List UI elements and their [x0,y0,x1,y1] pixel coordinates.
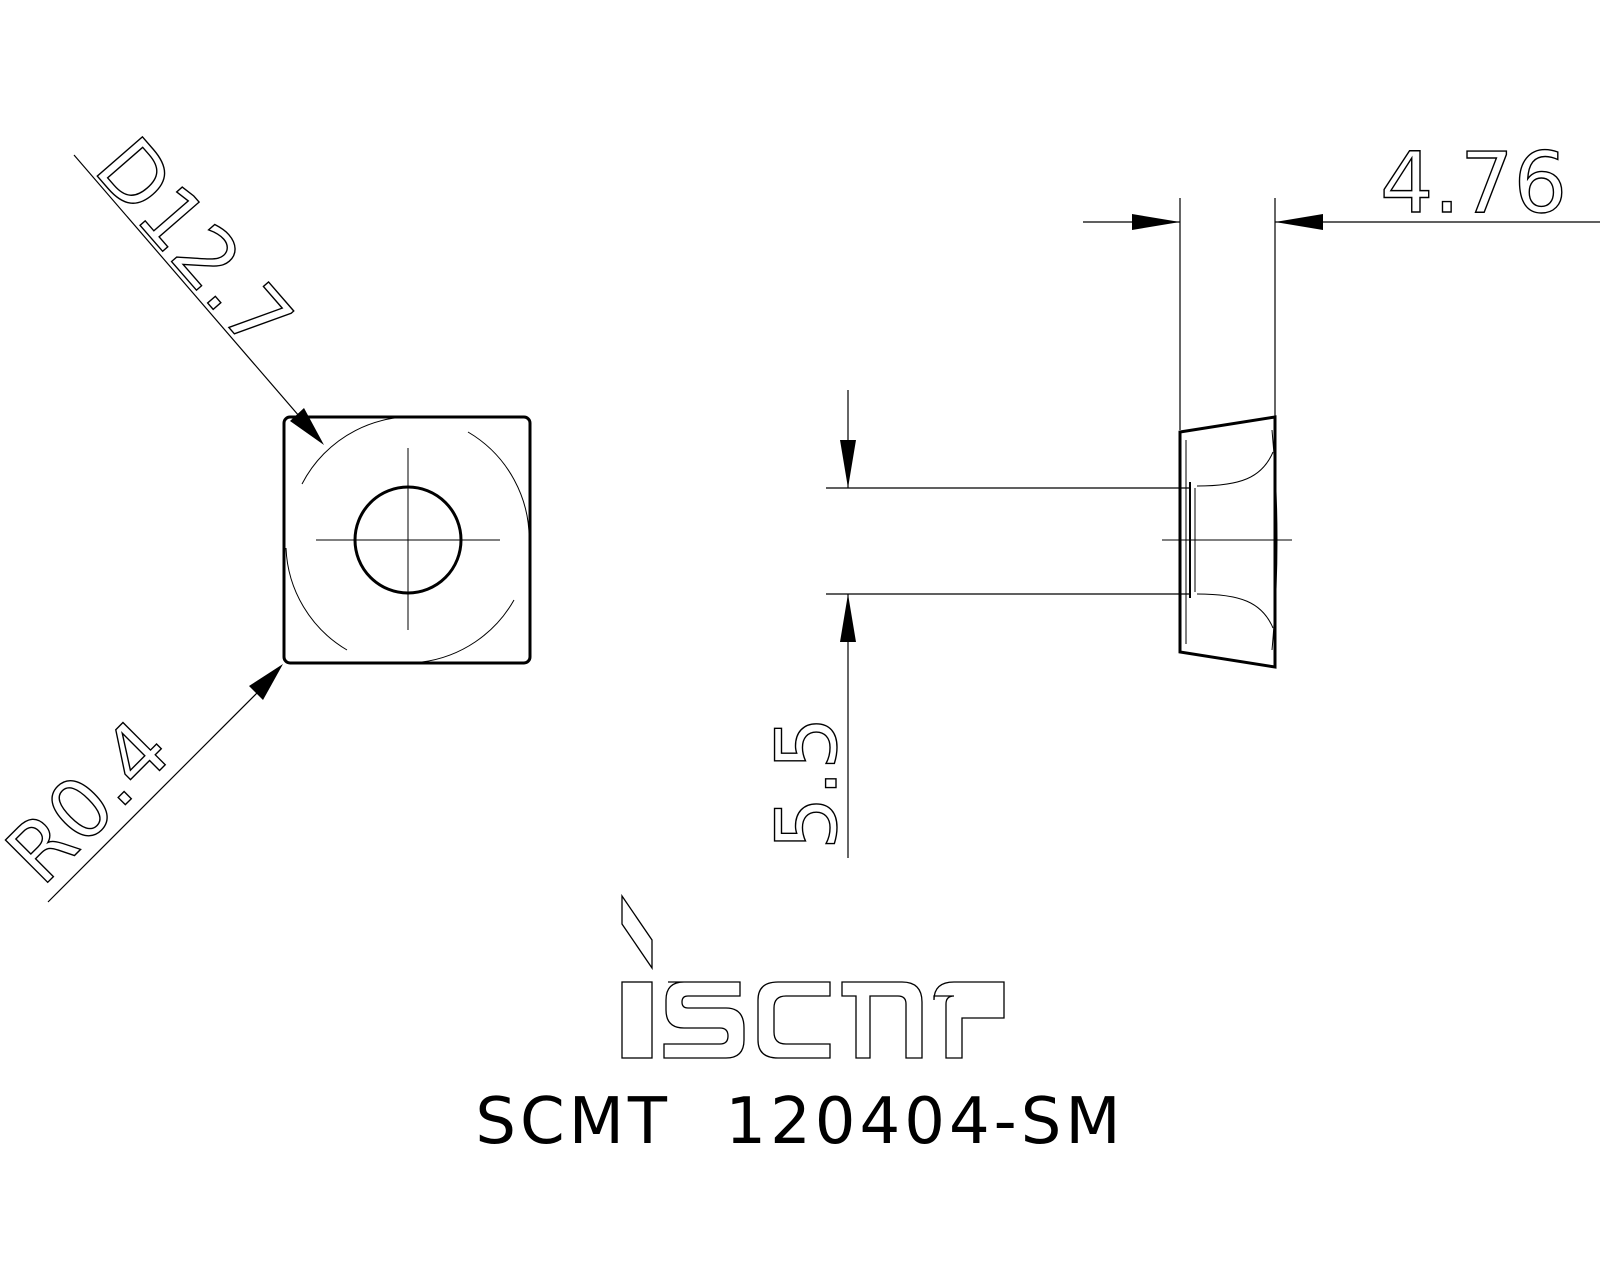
logo-i-stem [621,981,653,1059]
inscribed-circle-leader [73,154,313,432]
corner-radius-arrow [249,664,283,700]
logo-r [933,981,1005,1059]
corner-radius-dimension: R0.4 [0,664,283,903]
logo-c [757,981,831,1059]
inscribed-circle-arc-left [285,547,348,651]
insert-side-view [1162,415,1292,669]
thickness-label: 4.76 [1380,134,1567,232]
corner-radius-label: R0.4 [0,702,189,902]
inscribed-circle-arc-bottom [421,599,515,663]
logo-s [663,981,745,1059]
inscribed-circle-arc-right [467,431,530,546]
side-outline [1178,415,1277,669]
part-number: SCMT 120404-SM [475,1085,1125,1159]
hole-arrow-top [840,440,856,488]
thickness-dimension: 4.76 [1083,133,1600,430]
logo-i-dot [621,893,653,971]
logo-a [841,981,923,1059]
hole-dimension: 5.5 [757,390,1190,858]
brand-logo: iscar [621,893,1005,1059]
hole-label: 5.5 [758,716,856,850]
chipbreaker-curve-bottom [1196,593,1274,629]
inscribed-circle-arrow [290,408,324,445]
inscribed-circle-label: D12.7 [77,121,310,369]
hole-arrow-bottom [840,594,856,642]
chipbreaker-curve-top [1196,451,1274,487]
inscribed-circle-dimension: D12.7 [73,120,324,445]
corner-radius-leader [47,681,269,903]
inscribed-circle-arc-top [301,416,431,485]
thickness-arrow-right [1275,214,1323,230]
insert-top-view [282,415,532,665]
thickness-arrow-left [1132,214,1180,230]
